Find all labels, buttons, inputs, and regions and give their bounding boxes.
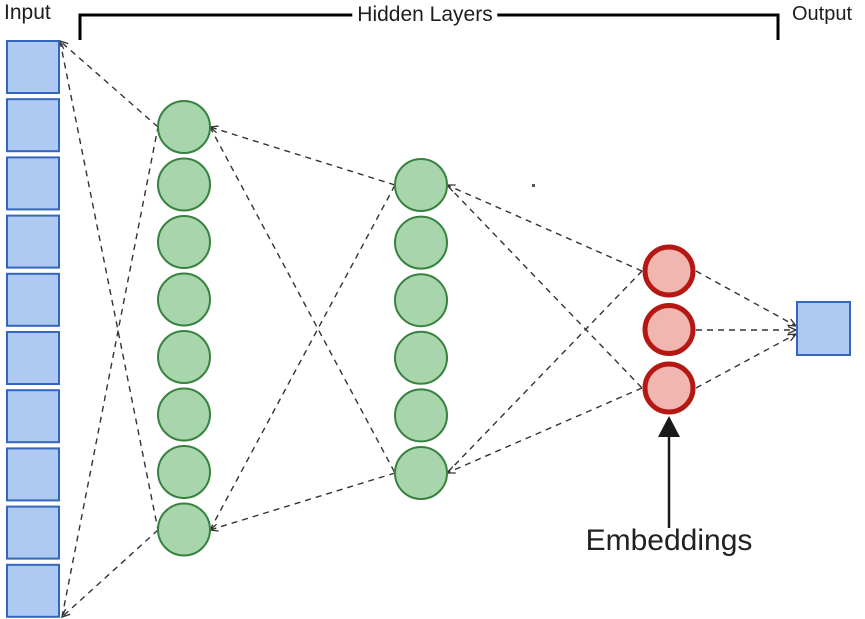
hidden-layer-2-node (394, 330, 448, 385)
input-node (6, 98, 60, 153)
connector-line (61, 126, 159, 618)
hidden-layer-1-node (157, 272, 211, 327)
connector-line (208, 125, 396, 186)
input-node (6, 156, 60, 211)
output-node (796, 301, 851, 356)
connector-line (59, 40, 159, 531)
hidden-layer-1-node (157, 387, 211, 442)
hidden-layer-1-node (157, 502, 211, 557)
input-node (6, 214, 60, 269)
connector-line (58, 39, 159, 128)
hidden-layer-1-node (157, 157, 211, 212)
input-node (6, 331, 60, 385)
hidden-layer-1-node (157, 445, 211, 499)
connector-line (209, 184, 396, 531)
hidden-layer-1-node (157, 330, 211, 384)
hidden-layer-2-node (394, 446, 448, 500)
connector-line (446, 184, 643, 389)
connector-line (695, 270, 798, 327)
input-node (6, 505, 60, 560)
input-node (6, 40, 60, 94)
hidden-layer-2-node (394, 215, 448, 270)
hidden-layers-label: Hidden Layers (352, 3, 498, 27)
connector-line (208, 472, 396, 532)
embeddings-arrow-head (658, 416, 680, 437)
hidden-layer-2-node (394, 158, 448, 212)
output-label: Output (792, 3, 853, 25)
embedding-node (642, 303, 696, 356)
input-node (6, 272, 60, 327)
connector-line (445, 387, 643, 474)
embeddings-label: Embeddings (585, 524, 753, 557)
connector-line (60, 529, 159, 619)
connector-line (445, 184, 643, 272)
stray-dot (532, 184, 535, 187)
connector-line (209, 126, 396, 474)
hidden-layer-1-node (157, 100, 211, 154)
embedding-node (642, 244, 696, 298)
connector-line (695, 333, 798, 389)
input-node (6, 389, 60, 444)
hidden-layer-1-node (157, 215, 211, 269)
hidden-layer-2-node (394, 273, 448, 328)
connector-line (446, 270, 643, 474)
hidden-layer-2-node (394, 388, 448, 443)
embedding-node (642, 361, 696, 415)
input-node (6, 447, 60, 502)
input-node (6, 563, 60, 618)
input-label: Input (4, 1, 51, 24)
